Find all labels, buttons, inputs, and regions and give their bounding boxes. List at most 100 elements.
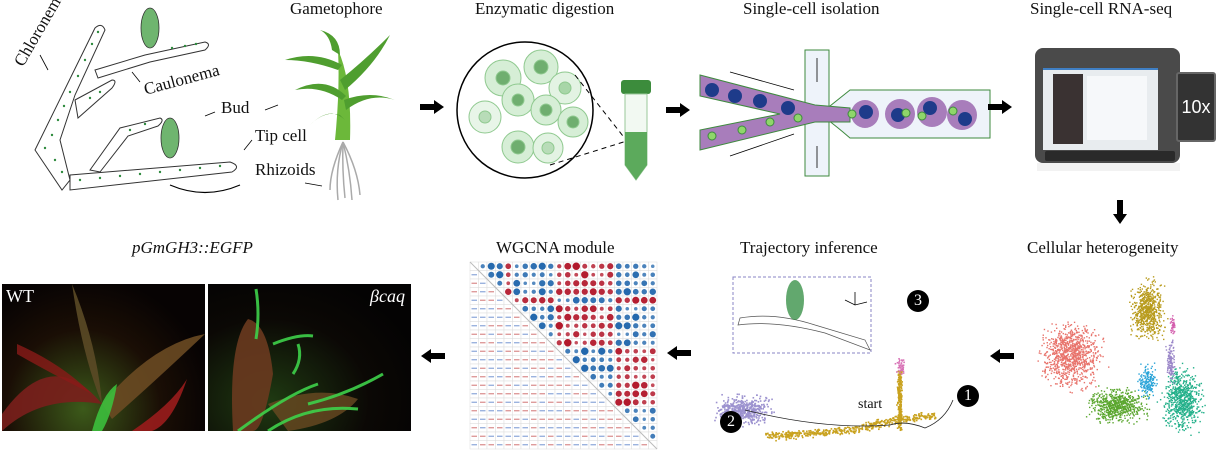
umap-point (1147, 299, 1149, 302)
trajectory-point (855, 425, 857, 428)
umap-point (1115, 391, 1117, 394)
umap-point (1111, 396, 1113, 399)
umap-point (1116, 399, 1118, 401)
umap-point (1115, 417, 1118, 419)
trajectory-point (740, 413, 742, 416)
umap-point (1183, 407, 1186, 410)
umap-point (1055, 344, 1058, 347)
umap-point (1146, 371, 1149, 374)
umap-point (1170, 362, 1172, 364)
umap-point (1097, 355, 1099, 357)
umap-point (1150, 311, 1153, 313)
umap-point (1120, 416, 1122, 418)
umap-point (1158, 325, 1160, 327)
umap-point (1141, 390, 1143, 392)
umap-point (1115, 396, 1117, 399)
umap-point (1199, 409, 1201, 412)
umap-point (1137, 394, 1139, 397)
trajectory-point (784, 433, 786, 436)
umap-point (1122, 401, 1124, 403)
umap-point (1055, 363, 1057, 366)
correlation-value (471, 291, 477, 293)
flow-arrow-left-1 (990, 349, 1014, 363)
umap-point (1162, 310, 1164, 312)
trajectory-point (899, 409, 902, 411)
trajectory-point (870, 423, 873, 425)
umap-point (1171, 414, 1173, 416)
umap-point (1102, 412, 1105, 415)
umap-point (1061, 374, 1064, 377)
umap-point (1141, 297, 1144, 300)
trajectory-point (888, 423, 891, 425)
umap-point (1159, 284, 1162, 287)
umap-point (1169, 362, 1172, 364)
umap-point (1070, 324, 1073, 326)
umap-point (1160, 325, 1162, 328)
trajectory-point (898, 385, 901, 388)
umap-point (1178, 405, 1180, 408)
umap-point (1182, 375, 1184, 377)
umap-point (1182, 382, 1185, 385)
umap-point (1066, 376, 1068, 378)
umap-point (1063, 351, 1065, 354)
umap-point (1057, 333, 1060, 335)
umap-point (1146, 293, 1148, 296)
umap-point (1150, 329, 1153, 331)
correlation-circle (616, 314, 622, 320)
umap-point (1119, 389, 1121, 392)
umap-point (1185, 381, 1188, 383)
trajectory-point (730, 403, 732, 405)
umap-point (1135, 317, 1138, 320)
trajectory-point (814, 428, 817, 431)
trajectory-point (928, 414, 931, 417)
umap-point (1067, 349, 1070, 351)
trajectory-point (741, 395, 744, 397)
umap-point (1184, 384, 1186, 386)
trajectory-point (901, 417, 904, 420)
trajectory-point (743, 411, 745, 414)
umap-point (1156, 288, 1158, 290)
umap-point (1070, 337, 1073, 340)
microfluidic-chip-illustration (699, 49, 991, 177)
umap-point (1153, 313, 1155, 315)
umap-point (1187, 416, 1189, 418)
trajectory-point (755, 413, 758, 416)
umap-point (1070, 365, 1072, 368)
trajectory-point (763, 421, 766, 424)
umap-point (1169, 415, 1172, 417)
trajectory-point (915, 419, 918, 422)
umap-point (1173, 366, 1175, 368)
correlation-circle (591, 272, 596, 277)
umap-point (1112, 406, 1114, 409)
umap-point (1178, 409, 1180, 412)
umap-point (1167, 361, 1170, 364)
trajectory-point (861, 424, 864, 426)
umap-point (1146, 385, 1148, 388)
trajectory-point (754, 408, 757, 410)
umap-point (1057, 371, 1060, 373)
correlation-value (488, 308, 494, 310)
umap-point (1170, 420, 1172, 422)
umap-point (1148, 310, 1150, 312)
trajectory-point (788, 437, 791, 440)
trajectory-point (873, 423, 875, 426)
umap-point (1182, 422, 1185, 425)
umap-point (1065, 336, 1067, 338)
umap-point (1184, 396, 1186, 399)
trajectory-point (742, 401, 745, 403)
umap-point (1146, 318, 1149, 321)
umap-point (1175, 371, 1177, 373)
umap-point (1046, 362, 1049, 365)
umap-point (1098, 334, 1100, 336)
trajectory-point (897, 419, 900, 421)
umap-point (1086, 357, 1089, 360)
umap-point (1137, 389, 1140, 391)
umap-point (1139, 324, 1142, 326)
umap-point (1170, 372, 1172, 374)
trajectory-point (897, 397, 900, 400)
trajectory-point (743, 402, 745, 405)
trajectory-point (733, 410, 735, 412)
umap-point (1198, 384, 1200, 386)
umap-point (1138, 305, 1140, 308)
umap-point (1171, 396, 1174, 398)
